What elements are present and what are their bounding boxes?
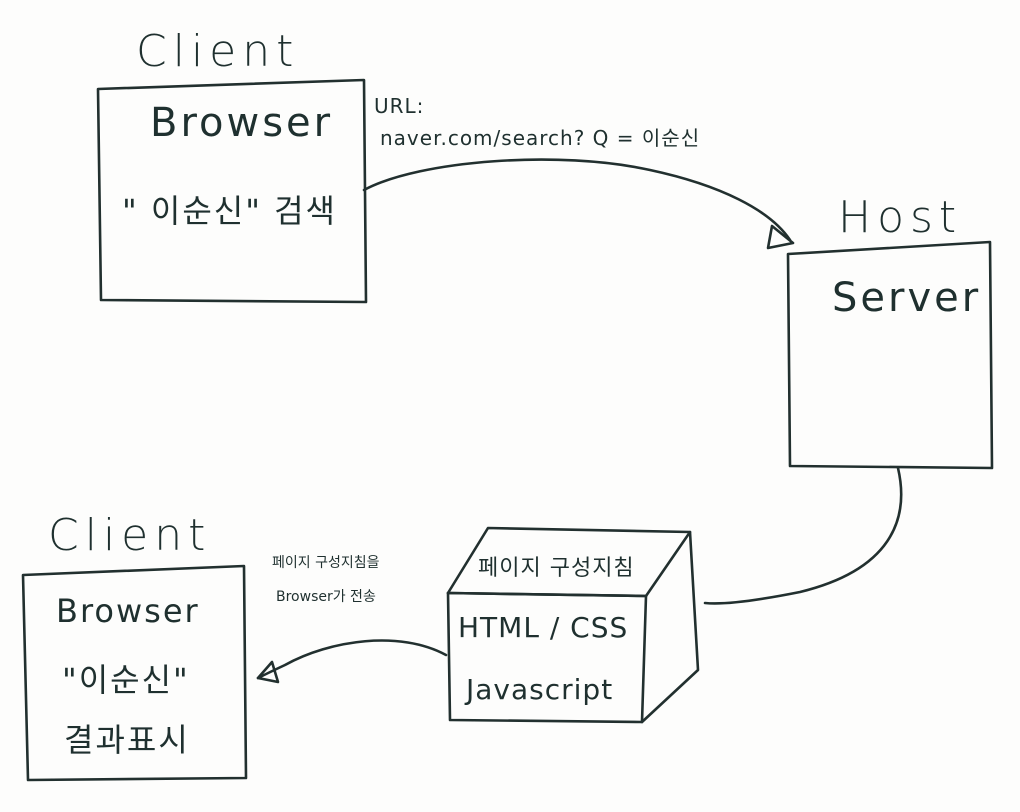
- request-arrow: [362, 158, 792, 242]
- url-label: URL:: [374, 94, 425, 118]
- page-box-top: [446, 526, 692, 598]
- transfer-note-line1: 페이지 구성지침을: [272, 555, 380, 571]
- bottom-client-label: Client: [48, 510, 212, 561]
- page-box-top-label: 페이지 구성지침: [478, 556, 635, 581]
- top-browser-title: Browser: [150, 100, 334, 146]
- page-box-inner-line: [446, 591, 648, 598]
- host-label: Host: [838, 192, 963, 243]
- top-search-action: " 이순신" 검색: [122, 192, 337, 230]
- bottom-result-text: 결과표시: [64, 721, 190, 759]
- server-box: [786, 240, 994, 470]
- transfer-note-line2: Browser가 전송: [276, 589, 376, 605]
- bottom-browser-title: Browser: [56, 592, 200, 630]
- page-box-side: [640, 530, 700, 724]
- request-arrowhead: [766, 224, 795, 250]
- top-browser-box: [96, 78, 368, 304]
- url-value: naver.com/search? Q = 이순신: [380, 126, 701, 150]
- page-box-javascript: Javascript: [466, 673, 614, 706]
- page-box-html-css: HTML / CSS: [458, 611, 629, 644]
- response-arrowhead: [256, 660, 280, 684]
- bottom-query-text: "이순신": [62, 661, 190, 699]
- response-arrow: [256, 639, 448, 680]
- server-title: Server: [832, 275, 982, 321]
- top-client-label: Client: [136, 26, 300, 77]
- server-to-page-curve: [703, 466, 903, 605]
- bottom-browser-box: [21, 564, 248, 782]
